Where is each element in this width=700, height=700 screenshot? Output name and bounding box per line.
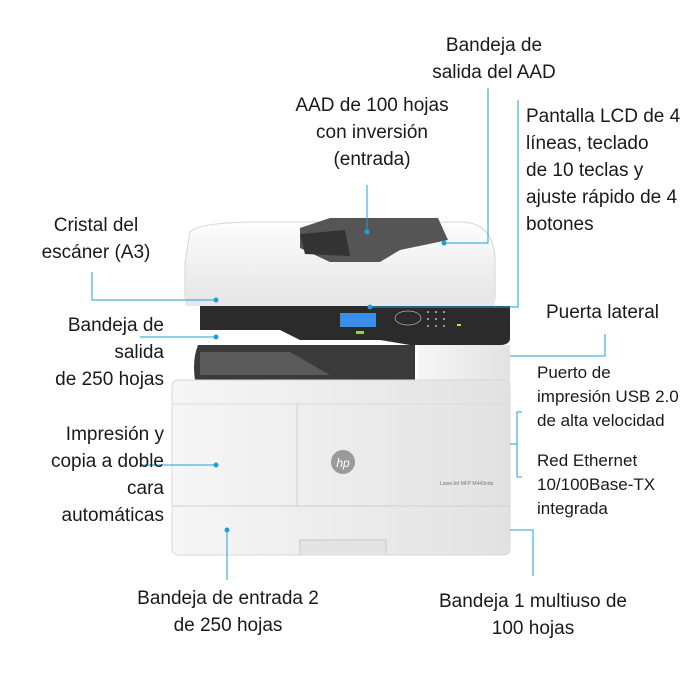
callout-scanner-glass: Cristal del escáner (A3): [41, 215, 151, 263]
callout-adf-output-tray: Bandeja de salida del AAD: [432, 35, 556, 83]
callout-adf-100: AAD de 100 hojas con inversión (entrada): [295, 95, 449, 170]
callout-dots: [213, 229, 447, 533]
callout-side-door: Puerta lateral: [546, 302, 660, 323]
hp-logo: [331, 450, 355, 474]
lcd-screen: [340, 313, 376, 327]
callout-input-tray-2: Bandeja de entrada 2 de 250 hojas: [137, 588, 319, 636]
nav-pad: [394, 310, 422, 326]
callout-duplex: Impresión y copia a doble cara automátic…: [50, 424, 164, 526]
tray-handle: [299, 539, 387, 555]
callout-output-tray: Bandeja de salida de 250 hojas: [55, 315, 164, 390]
callout-ethernet: Red Ethernet 10/100Base-TX integrada: [537, 451, 656, 518]
model-label: LaserJet MFP M443nda: [440, 481, 494, 487]
callout-lcd-panel: Pantalla LCD de 4 líneas, teclado de 10 …: [526, 106, 681, 235]
callout-usb-port: Puerto de impresión USB 2.0 de alta velo…: [537, 363, 679, 430]
scanner-base: [185, 296, 495, 306]
callout-lines: [91, 88, 606, 580]
svg-text:hp: hp: [336, 456, 350, 470]
callout-tray-1: Bandeja 1 multiuso de 100 hojas: [438, 591, 627, 639]
